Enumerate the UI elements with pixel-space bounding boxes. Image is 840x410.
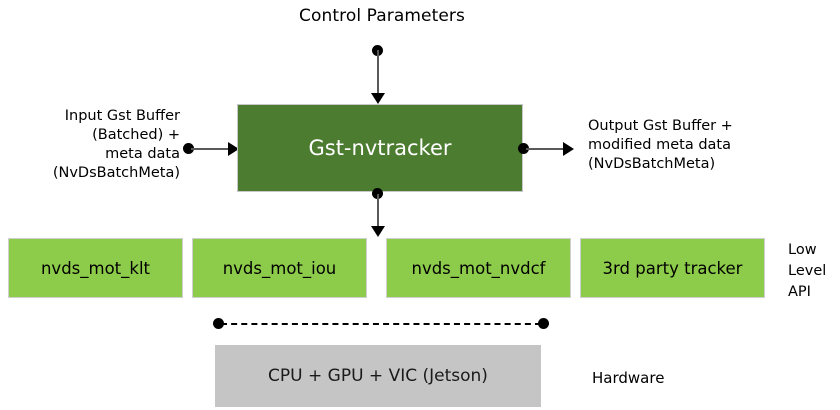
lowlevel-connector-line: [376, 194, 379, 228]
hardware-connector-dashed-line: [221, 323, 541, 325]
low-level-block-label: 3rd party tracker: [602, 258, 743, 278]
input-buffer-label-line-4: (NvDsBatchMeta): [52, 165, 180, 181]
output-connector-arrowhead: [563, 141, 574, 156]
low-level-block-nvds-mot-klt[interactable]: nvds_mot_klt: [8, 238, 183, 298]
output-buffer-label-line-1: Output Gst Buffer +: [588, 118, 733, 134]
input-buffer-label-line-1: Input Gst Buffer: [64, 108, 180, 124]
input-buffer-label-line-2: (Batched) +: [92, 127, 180, 143]
hardware-block[interactable]: CPU + GPU + VIC (Jetson): [215, 345, 541, 407]
gst-nvtracker-block[interactable]: Gst-nvtracker: [237, 104, 523, 192]
control-parameters-arrowhead: [370, 93, 385, 104]
low-level-api-label-line-1: Low: [788, 242, 817, 258]
output-connector-line: [526, 147, 568, 150]
hardware-connector-dot-right: [538, 318, 549, 329]
low-level-block-label: nvds_mot_iou: [222, 258, 337, 278]
low-level-api-label-line-3: API: [788, 284, 811, 300]
output-buffer-label-line-3: (NvDsBatchMeta): [588, 156, 716, 172]
low-level-api-label: Low Level API: [788, 240, 840, 303]
lowlevel-connector-dot: [372, 188, 383, 199]
lowlevel-connector-arrowhead: [370, 226, 385, 237]
output-connector-dot: [518, 143, 529, 154]
low-level-block-3rd-party-tracker[interactable]: 3rd party tracker: [580, 238, 765, 298]
output-buffer-label: Output Gst Buffer + modified meta data (…: [588, 117, 768, 174]
output-buffer-label-line-2: modified meta data: [588, 137, 731, 153]
input-buffer-label-line-3: meta data: [105, 146, 180, 162]
hardware-block-label: CPU + GPU + VIC (Jetson): [268, 366, 488, 386]
hardware-side-label: Hardware: [592, 369, 665, 387]
control-parameters-line: [376, 50, 379, 96]
hardware-connector-dot-left: [213, 318, 224, 329]
gst-nvtracker-label: Gst-nvtracker: [308, 136, 452, 160]
input-connector-line: [191, 147, 233, 150]
low-level-block-nvds-mot-nvdcf[interactable]: nvds_mot_nvdcf: [386, 238, 571, 298]
input-buffer-label: Input Gst Buffer (Batched) + meta data (…: [35, 107, 180, 183]
input-connector-arrowhead: [228, 141, 239, 156]
low-level-block-label: nvds_mot_nvdcf: [411, 258, 546, 278]
low-level-block-label: nvds_mot_klt: [40, 258, 151, 278]
input-connector-dot: [183, 143, 194, 154]
low-level-api-label-line-2: Level: [788, 263, 827, 279]
low-level-block-nvds-mot-iou[interactable]: nvds_mot_iou: [192, 238, 367, 298]
diagram-title: Control Parameters: [299, 6, 465, 26]
